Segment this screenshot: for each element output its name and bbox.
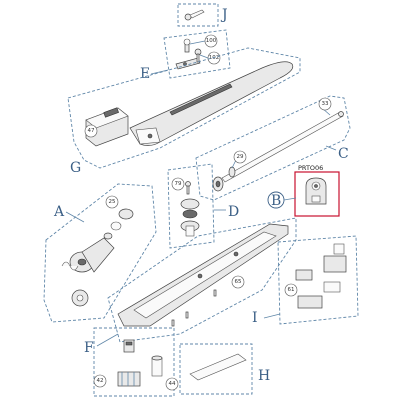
group-i[interactable]: 61 I [252, 235, 359, 326]
group-j-frame [177, 3, 219, 27]
group-label-a: A [53, 204, 65, 220]
washer-stack-icon [103, 208, 134, 240]
part-callout-33[interactable]: 33 [318, 97, 332, 116]
bushing-icon [228, 166, 236, 178]
part-number-33: 33 [322, 101, 329, 107]
group-a[interactable]: 25 A [43, 183, 157, 323]
group-h[interactable]: H [179, 343, 270, 395]
group-a-frame [43, 183, 157, 323]
part-callout-102[interactable]: 102 [199, 51, 221, 65]
part-callout-44[interactable]: 44 [165, 377, 179, 391]
part-number-102: 102 [209, 55, 220, 61]
part-number-25: 25 [109, 199, 116, 205]
group-label-g: G [70, 160, 81, 176]
spring-icon [61, 261, 79, 271]
highlighted-part-frame [294, 171, 340, 217]
cable-gland-icon [123, 339, 135, 353]
group-label-c: C [338, 146, 349, 162]
group-i-frame [277, 235, 359, 325]
group-bottom-frame [93, 327, 175, 397]
group-b[interactable]: PRTO06 B [267, 164, 340, 217]
screw-icon [194, 48, 202, 63]
part-number-47: 47 [88, 128, 95, 134]
group-bottom-parts[interactable]: 42 44 [93, 327, 179, 397]
bearing-icon [71, 289, 89, 307]
group-label-j: J [220, 7, 228, 23]
group-j[interactable]: J [177, 3, 228, 27]
cylinder-icon [151, 355, 163, 377]
group-d-frame [167, 163, 215, 249]
group-e-frame [163, 29, 231, 79]
part-number-65: 65 [235, 279, 242, 285]
rod-icon [221, 111, 344, 183]
part-number-79: 79 [175, 181, 182, 187]
group-c[interactable]: 33 29 C [195, 95, 351, 201]
group-label-h: H [258, 368, 270, 384]
motor-cover-icon [129, 61, 294, 146]
group-f[interactable]: 65 F [84, 217, 297, 356]
bracket-icon [305, 177, 327, 205]
group-d[interactable]: 79 D [167, 163, 239, 249]
pin-icon [183, 38, 191, 53]
part-callout-25[interactable]: 25 [105, 195, 119, 209]
highlighted-part-code: PRTO06 [298, 164, 323, 172]
control-board-icon [295, 243, 347, 309]
part-callout-47[interactable]: 47 [84, 124, 98, 138]
part-callout-79[interactable]: 79 [171, 177, 185, 191]
base-housing-icon [117, 223, 289, 327]
group-label-d: D [228, 204, 239, 220]
group-label-i: I [252, 310, 258, 326]
part-number-44: 44 [169, 381, 176, 387]
group-label-b: B [271, 193, 281, 209]
screw-stack-icon [185, 181, 191, 195]
part-callout-61[interactable]: 61 [284, 283, 298, 297]
group-g[interactable]: 47 G [67, 47, 301, 176]
part-number-29: 29 [237, 154, 244, 160]
group-h-frame [179, 343, 253, 395]
battery-box-icon [85, 107, 129, 147]
group-label-f: F [84, 340, 94, 356]
part-callout-42[interactable]: 42 [93, 374, 107, 388]
key-icon [184, 9, 205, 21]
part-callout-65[interactable]: 65 [231, 275, 245, 289]
part-number-42: 42 [97, 378, 104, 384]
worm-gear-icon [180, 198, 200, 237]
group-c-frame [195, 95, 351, 201]
group-label-e: E [140, 66, 150, 82]
part-number-100: 100 [206, 38, 217, 44]
screw-set-icon [171, 289, 217, 327]
gear-nut-icon [212, 176, 224, 192]
group-e[interactable]: 100 102 E [140, 29, 231, 82]
cover-plate-icon [189, 353, 247, 381]
part-callout-100[interactable]: 100 [189, 34, 218, 48]
part-callout-29[interactable]: 29 [231, 150, 247, 169]
connector-block-icon [117, 371, 141, 387]
part-number-61: 61 [288, 287, 295, 293]
